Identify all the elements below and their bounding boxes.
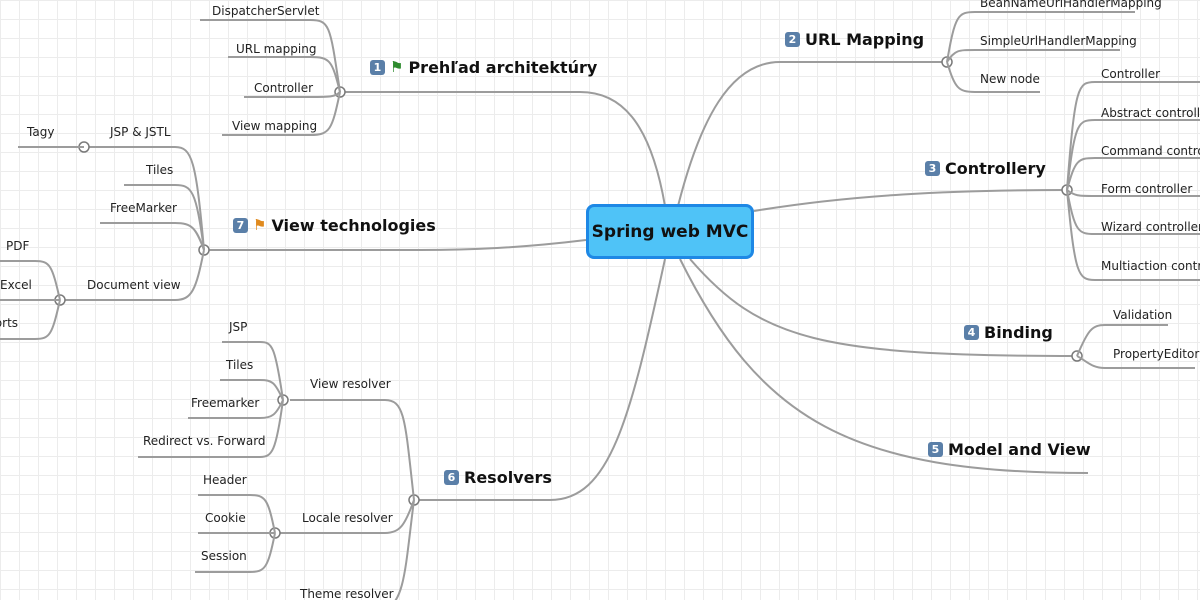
subtopic-controller[interactable]: Controller <box>1101 67 1161 81</box>
topic-model-and-view[interactable]: 5 Model and View <box>928 440 1091 459</box>
subtopic-tiles[interactable]: Tiles <box>226 358 254 372</box>
subtopic-locale-resolver[interactable]: Locale resolver <box>302 511 393 525</box>
subtopic-tiles[interactable]: Tiles <box>146 163 174 177</box>
subtopic-command-controller[interactable]: Command controller <box>1101 144 1200 158</box>
subtopic-tagy[interactable]: Tagy <box>27 125 55 139</box>
subtopic-session[interactable]: Session <box>201 549 247 563</box>
topic-url-mapping[interactable]: 2 URL Mapping <box>785 30 924 49</box>
orange-flag-icon: ⚑ <box>253 216 267 234</box>
subtopic-jsp-jstl[interactable]: JSP & JSTL <box>110 125 171 139</box>
number-badge-1-icon: 1 <box>370 60 385 75</box>
topic-binding[interactable]: 4 Binding <box>964 323 1053 342</box>
topic-resolvers[interactable]: 6 Resolvers <box>444 468 552 487</box>
number-badge-2-icon: 2 <box>785 32 800 47</box>
subtopic-abstract-controller[interactable]: Abstract controller <box>1101 106 1200 120</box>
topic-label: URL Mapping <box>805 30 925 49</box>
number-badge-5-icon: 5 <box>928 442 943 457</box>
number-badge-7-icon: 7 <box>233 218 248 233</box>
subtopic-excel[interactable]: Excel <box>0 278 32 292</box>
topic-label: Prehľad architektúry <box>408 58 598 77</box>
subtopic-theme-resolver[interactable]: Theme resolver <box>300 587 394 600</box>
subtopic-redirect-vs-forward[interactable]: Redirect vs. Forward <box>143 434 266 448</box>
subtopic-beanname-url-handler-mapping[interactable]: BeanNameUrlHandlerMapping <box>980 0 1162 10</box>
subtopic-validation[interactable]: Validation <box>1113 308 1173 322</box>
topic-label: Resolvers <box>464 468 552 487</box>
subtopic-pdf[interactable]: PDF <box>6 239 30 253</box>
subtopic-document-view[interactable]: Document view <box>87 278 181 292</box>
subtopic-header[interactable]: Header <box>203 473 247 487</box>
subtopic-controller[interactable]: Controller <box>254 81 314 95</box>
subtopic-property-editor[interactable]: PropertyEditor <box>1113 347 1200 361</box>
number-badge-3-icon: 3 <box>925 161 940 176</box>
topic-label: Model and View <box>948 440 1091 459</box>
topic-architecture-overview[interactable]: 1 ⚑ Prehľad architektúry <box>370 58 597 77</box>
subtopic-freemarker[interactable]: FreeMarker <box>110 201 177 215</box>
subtopic-reports[interactable]: Reports <box>0 316 19 330</box>
subtopic-view-resolver[interactable]: View resolver <box>310 377 391 391</box>
number-badge-4-icon: 4 <box>964 325 979 340</box>
subtopic-url-mapping[interactable]: URL mapping <box>236 42 317 56</box>
central-topic[interactable]: Spring web MVC <box>586 204 754 259</box>
topic-label: View technologies <box>271 216 436 235</box>
subtopic-view-mapping[interactable]: View mapping <box>232 119 318 133</box>
subtopic-simple-url-handler-mapping[interactable]: SimpleUrlHandlerMapping <box>980 34 1137 48</box>
subtopic-dispatcherservlet[interactable]: DispatcherServlet <box>212 4 320 18</box>
subtopic-wizard-controller[interactable]: Wizard controller <box>1101 220 1200 234</box>
green-flag-icon: ⚑ <box>390 58 404 76</box>
subtopic-cookie[interactable]: Cookie <box>205 511 246 525</box>
topic-controllery[interactable]: 3 Controllery <box>925 159 1046 178</box>
topic-view-technologies[interactable]: 7 ⚑ View technologies <box>233 216 436 235</box>
subtopic-freemarker[interactable]: Freemarker <box>191 396 260 410</box>
subtopic-multiaction-controller[interactable]: Multiaction controller <box>1101 259 1200 273</box>
topic-label: Binding <box>984 323 1053 342</box>
number-badge-6-icon: 6 <box>444 470 459 485</box>
subtopic-new-node[interactable]: New node <box>980 72 1040 86</box>
subtopic-form-controller[interactable]: Form controller <box>1101 182 1193 196</box>
subtopic-jsp[interactable]: JSP <box>229 320 248 334</box>
topic-label: Controllery <box>945 159 1046 178</box>
